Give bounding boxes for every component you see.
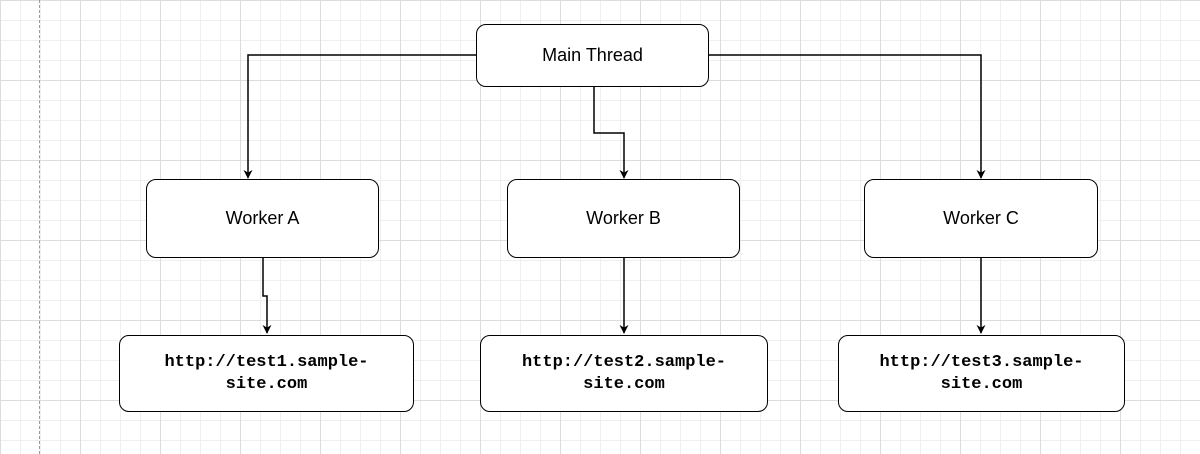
url1-node[interactable]: http://test1.sample- site.com: [119, 335, 414, 412]
url3-line2: site.com: [940, 374, 1023, 394]
worker-b-label: Worker B: [586, 208, 661, 228]
worker-c-node[interactable]: Worker C: [864, 179, 1098, 258]
url1-line1: http://test1.sample-: [164, 352, 369, 372]
url2-node[interactable]: http://test2.sample- site.com: [480, 335, 768, 412]
url2-line1: http://test2.sample-: [521, 352, 727, 372]
worker-a-label: Worker A: [225, 208, 300, 228]
url2-label: http://test2.sample- site.com: [522, 352, 726, 396]
url3-line1: http://test3.sample-: [879, 352, 1084, 372]
main-thread-node[interactable]: Main Thread: [476, 24, 709, 87]
url3-label: http://test3.sample- site.com: [879, 352, 1083, 396]
main-thread-label: Main Thread: [542, 45, 643, 65]
url3-node[interactable]: http://test3.sample- site.com: [838, 335, 1125, 412]
worker-c-label: Worker C: [943, 208, 1019, 228]
url1-line2: site.com: [225, 374, 308, 394]
edge-main-to-worker-b[interactable]: [593, 87, 629, 179]
url2-line2: site.com: [583, 374, 665, 394]
page-boundary-guide: [39, 0, 40, 454]
worker-a-node[interactable]: Worker A: [146, 179, 379, 258]
edge-main-to-worker-a[interactable]: [243, 54, 476, 179]
edge-main-to-worker-c[interactable]: [709, 54, 986, 179]
url1-label: http://test1.sample- site.com: [164, 352, 368, 396]
worker-b-node[interactable]: Worker B: [507, 179, 740, 258]
edge-worker-a-to-url1[interactable]: [262, 258, 272, 334]
